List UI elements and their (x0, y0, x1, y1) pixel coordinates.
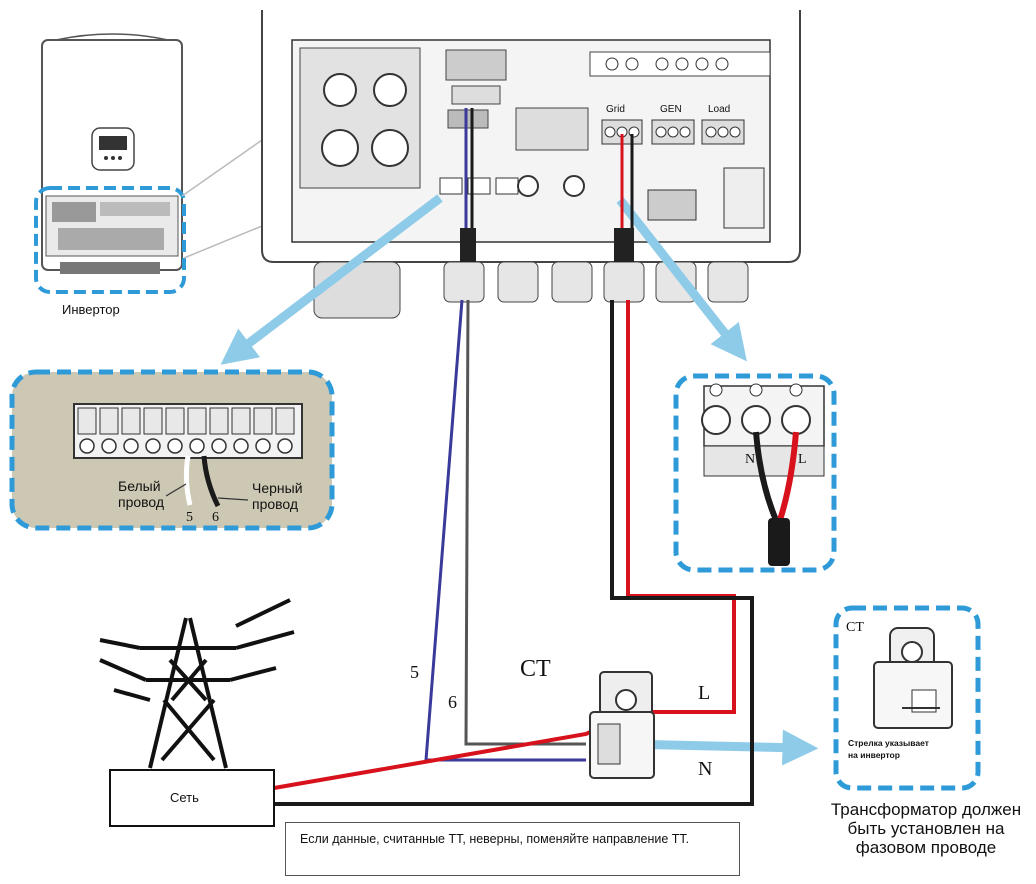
terminal-slot (77, 407, 97, 435)
white-wire-label: Белый провод (118, 478, 165, 510)
ct-detail-title: CT (846, 620, 864, 635)
terminal-5-label: 5 (186, 510, 193, 525)
ct-arrow-note-line2: на инвертор (848, 750, 900, 760)
terminal-slot (165, 407, 185, 435)
terminal-slot (253, 407, 273, 435)
inverter-callout (34, 186, 186, 294)
grid-terminal-block (701, 383, 825, 477)
terminal-screw (277, 438, 293, 454)
inverter-device-icon (41, 33, 183, 274)
terminal-screw (255, 438, 271, 454)
arrow-to-grid-terminal (616, 197, 747, 362)
terminal-screw (101, 438, 117, 454)
terminal-slot (99, 407, 119, 435)
terminal-slot (231, 407, 251, 435)
inverter-label: Инвертор (62, 302, 120, 317)
power-tower-icon (99, 598, 295, 769)
line-big-label: L (698, 682, 711, 704)
terminal-screw (145, 438, 161, 454)
grid-box (109, 769, 275, 827)
terminal-screw (123, 438, 139, 454)
grid-port-label: Grid (606, 104, 625, 115)
neutral-small-label: N (745, 452, 756, 467)
terminal-slot (275, 407, 295, 435)
terminal-screw (167, 438, 183, 454)
terminal-slot (209, 407, 229, 435)
ct-detail-clamp-icon (873, 627, 953, 729)
inverter-port-panel (261, 10, 801, 263)
terminal-screw (233, 438, 249, 454)
terminal-strip (73, 403, 303, 459)
terminal-slot (121, 407, 141, 435)
neutral-big-label: N (698, 758, 713, 780)
ct-clamp-icon (589, 671, 655, 779)
load-port-label: Load (708, 104, 731, 115)
arrow-to-terminal-strip (220, 194, 443, 365)
wire-6-label: 6 (448, 692, 457, 712)
line-small-label: L (798, 452, 807, 467)
gen-port-label: GEN (660, 104, 682, 115)
terminal-screw (79, 438, 95, 454)
terminal-6-label: 6 (212, 510, 219, 525)
terminal-slot (187, 407, 207, 435)
note-box: Если данные, считанные ТТ, неверны, поме… (285, 822, 740, 876)
grid-box-label: Сеть (170, 790, 199, 805)
terminal-screw (211, 438, 227, 454)
transformer-caption: Трансформатор должен быть установлен на … (830, 800, 1022, 857)
terminal-screw (189, 438, 205, 454)
note-text: Если данные, считанные ТТ, неверны, поме… (300, 832, 690, 846)
ct-arrow-note-line1: Стрелка указывает (848, 738, 929, 748)
wire-5-label: 5 (410, 662, 419, 682)
ct-main-label: CT (520, 656, 551, 682)
black-wire-label: Черный провод (252, 480, 303, 512)
cable-gland-icon (313, 261, 749, 319)
terminal-slot (143, 407, 163, 435)
